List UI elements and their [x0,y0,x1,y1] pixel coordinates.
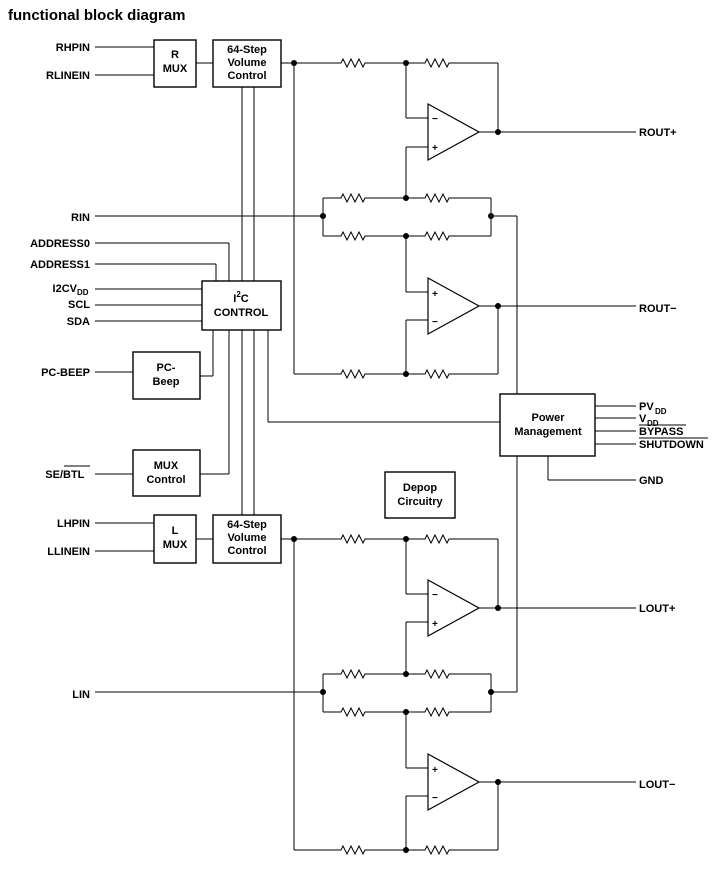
diagram-title: functional block diagram [8,7,186,24]
r-mux-line1: R [171,49,179,61]
llinein-label: LLINEIN [47,546,90,558]
volume-bottom-line3: Control [227,545,266,557]
r-mux-block [153,39,197,88]
pc-beep-line2: Beep [153,376,180,388]
i2c-control-title: I2C [233,290,249,305]
gnd-label: GND [639,475,664,487]
svg-text:+: + [432,143,438,154]
svg-text:+: + [432,765,438,776]
i2c-control-block [201,280,282,331]
volume-bottom-line1: 64-Step [227,519,267,531]
shutdown-label: SHUTDOWN [639,439,704,451]
i2cvdd-subscript: DD [77,288,89,297]
rout-plus-label: ROUT+ [639,127,677,139]
address0-label: ADDRESS0 [30,238,90,250]
depop-line1: Depop [403,482,438,494]
rin-label: RIN [71,212,90,224]
mux-control-line2: Control [146,474,185,486]
i2c-control-line2: CONTROL [214,307,269,319]
lout-plus-label: LOUT+ [639,603,675,615]
l-mux-line1: L [172,525,179,537]
scl-label: SCL [68,299,90,311]
rlinein-label: RLINEIN [46,70,90,82]
mux-control-block [132,449,201,497]
depop-line2: Circuitry [397,496,443,508]
svg-text:−: − [432,317,438,328]
power-management-line2: Management [514,426,582,438]
volume-bottom-line2: Volume [228,532,267,544]
svg-text:+: + [432,619,438,630]
pc-beep-label: PC-BEEP [41,367,90,379]
se-btl-prefix: SE/ [45,469,63,481]
pvdd-label: PV [639,401,654,413]
svg-text:−: − [432,114,438,125]
bypass-label: BYPASS [639,426,683,438]
pc-beep-block [132,351,201,400]
svg-text:+: + [432,289,438,300]
input-wires [95,46,636,693]
vdd-subscript: DD [647,419,659,428]
rhpin-label: RHPIN [56,42,90,54]
volume-top-line3: Control [227,70,266,82]
volume-control-bottom-block [212,514,282,564]
power-management-line1: Power [531,412,565,424]
sda-label: SDA [67,316,90,328]
mux-control-line1: MUX [154,460,179,472]
right-channel-amplifier: − + + − [95,57,636,380]
r-mux-line2: MUX [163,63,188,75]
address1-label: ADDRESS1 [30,259,90,271]
power-management-block [499,393,596,457]
l-mux-line2: MUX [163,539,188,551]
i2cvdd-label: I2CV [53,283,78,295]
l-mux-block [153,514,197,564]
left-channel-amplifier: − + + − [95,533,636,856]
volume-top-line2: Volume [228,57,267,69]
vdd-label: V [639,413,647,425]
pc-beep-line1: PC- [157,362,176,374]
depop-circuitry-block [384,471,456,519]
lhpin-label: LHPIN [57,518,90,530]
svg-text:−: − [432,793,438,804]
pvdd-subscript: DD [655,407,667,416]
lin-label: LIN [72,689,90,701]
svg-text:−: − [432,590,438,601]
se-btl-bar-text: BTL [63,469,85,481]
lout-minus-label: LOUT− [639,779,675,791]
volume-top-line1: 64-Step [227,44,267,56]
rout-minus-label: ROUT− [639,303,677,315]
